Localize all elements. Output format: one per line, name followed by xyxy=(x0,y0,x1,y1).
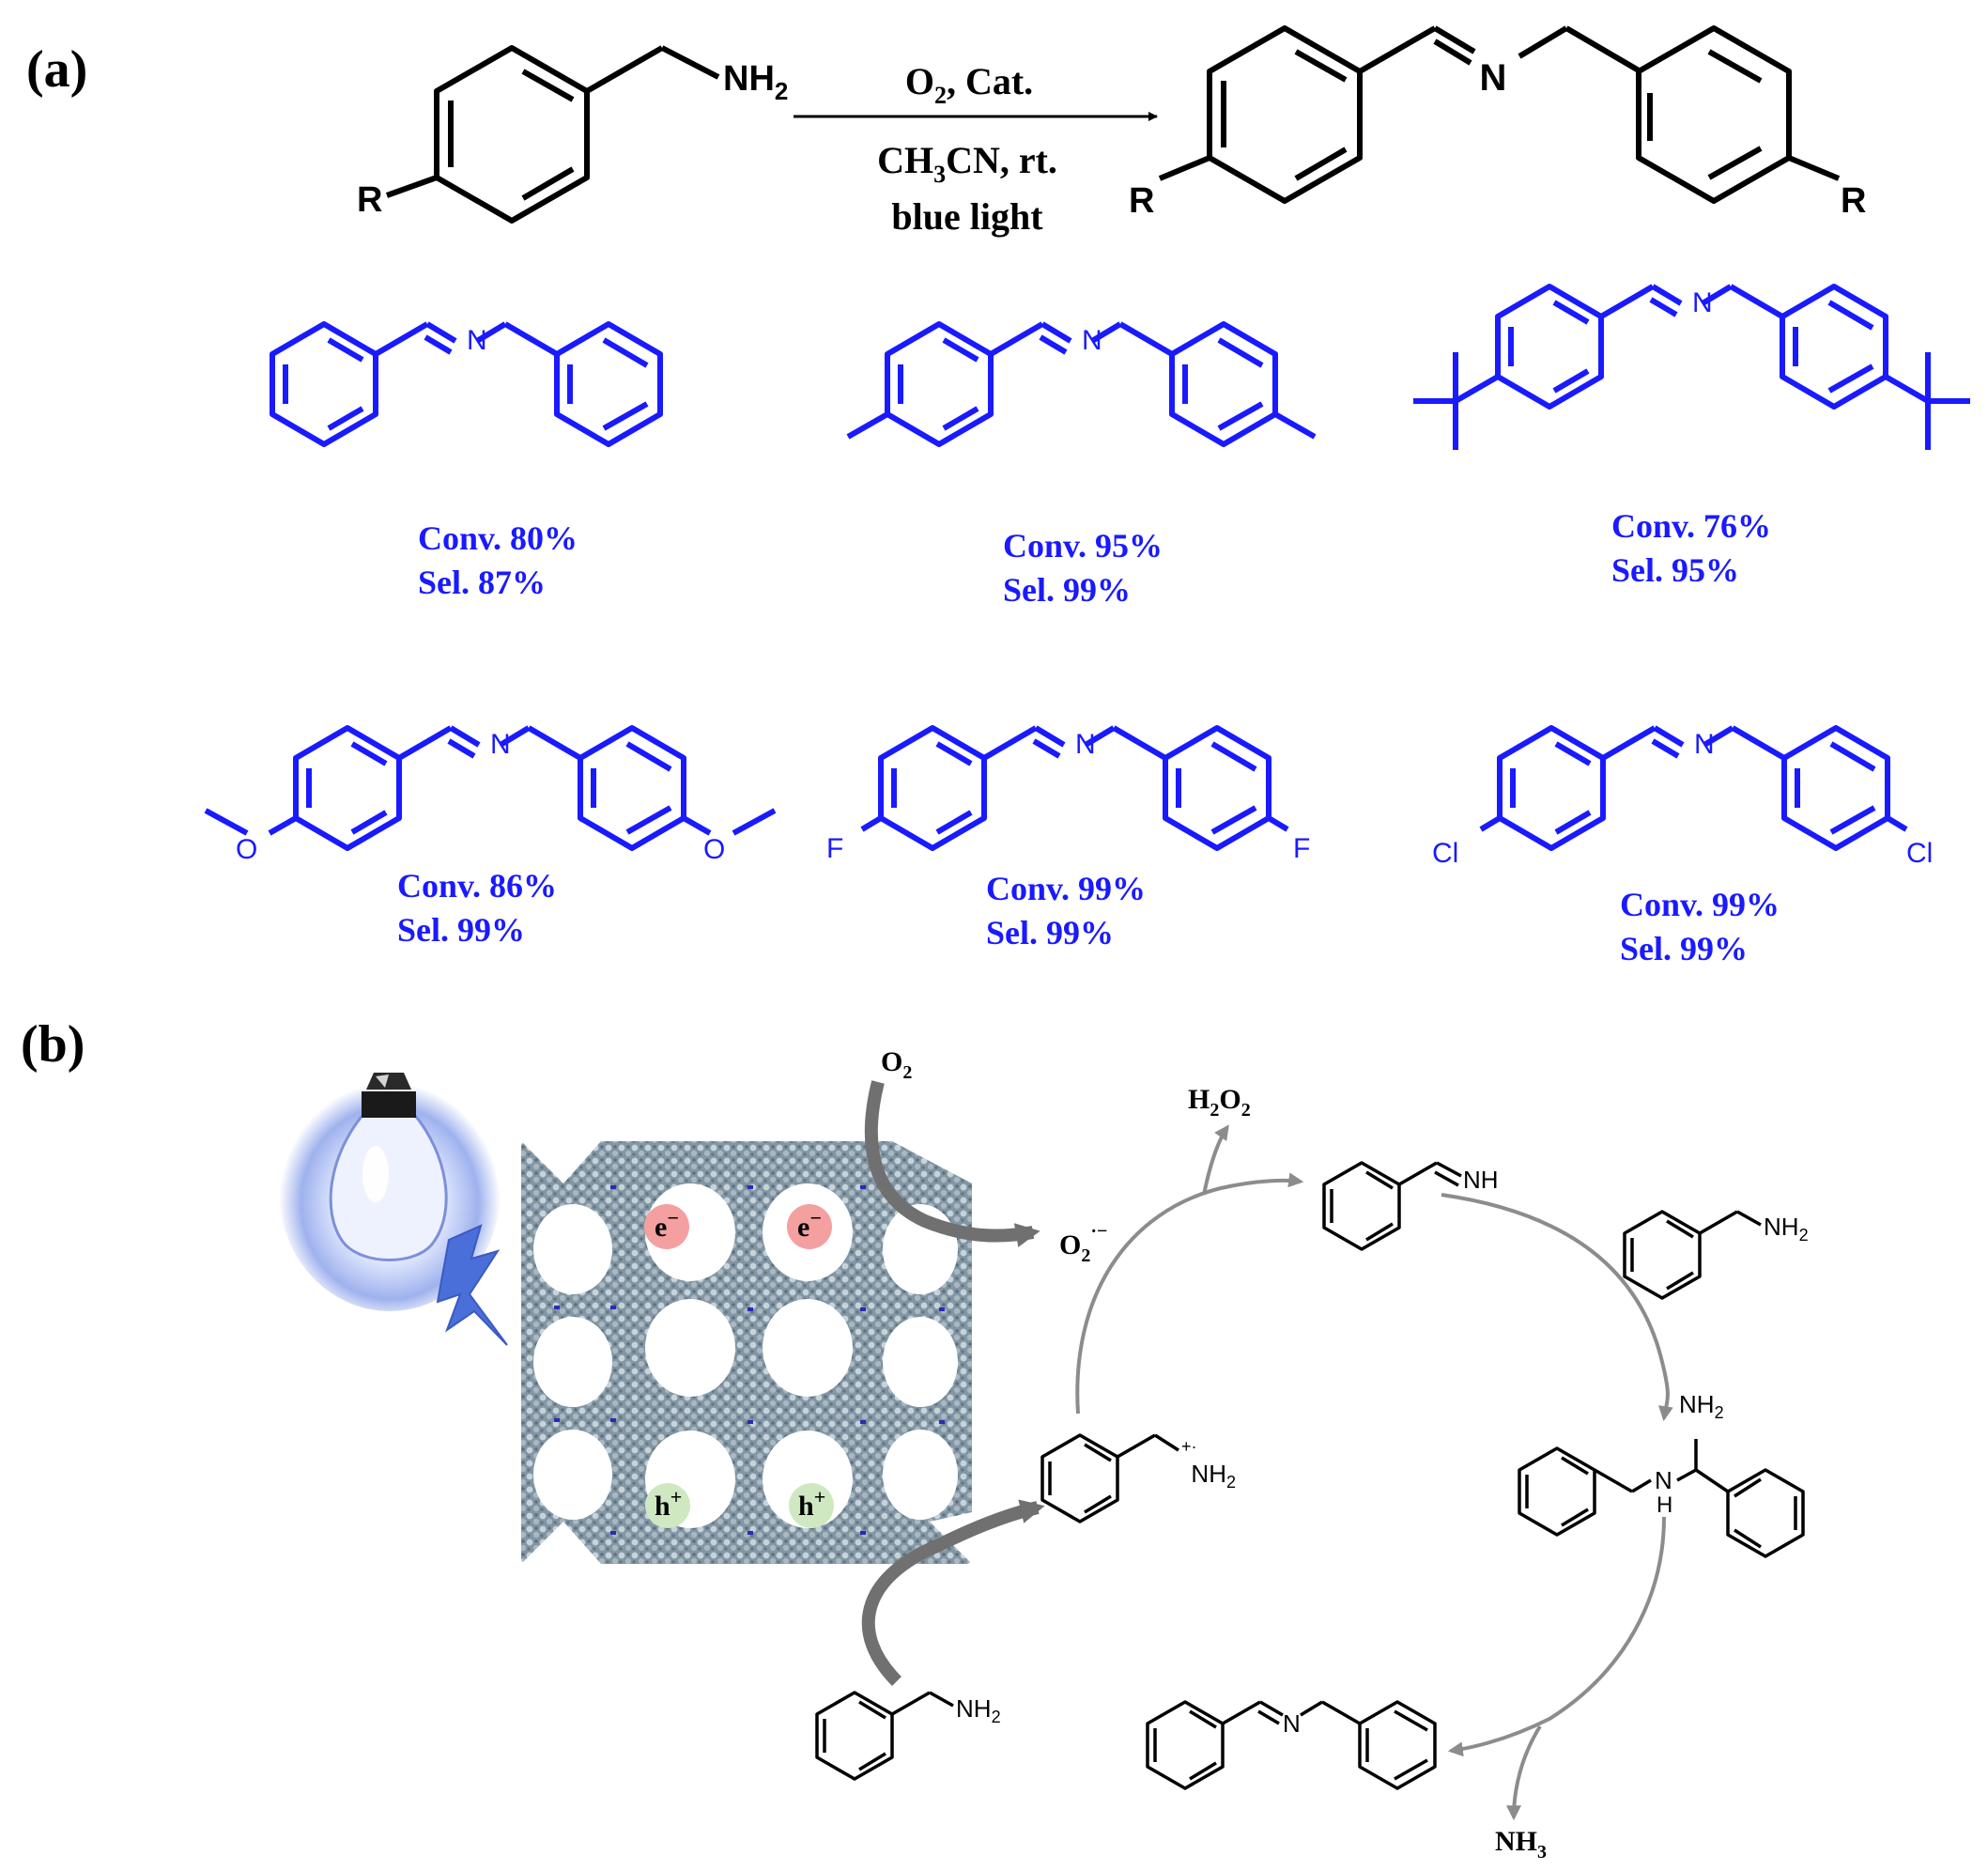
electron-marker-2 xyxy=(787,1204,832,1249)
substrate-5-n: N xyxy=(1075,729,1096,760)
substrate-2-n: N xyxy=(1082,325,1102,356)
product-r-left: R xyxy=(1129,181,1154,221)
substrate-5-f-right: F xyxy=(1293,833,1310,864)
substrate-2-conv: Conv. 95% xyxy=(1003,527,1163,564)
substrate-3-structure xyxy=(1413,284,1970,450)
reactant-benzylamine xyxy=(385,45,720,224)
substrate-4-o-right: O xyxy=(703,834,725,865)
cycle-arrow-to-aminal xyxy=(1441,1193,1673,1422)
substrate-2-sel: Sel. 99% xyxy=(1003,571,1131,609)
substrate-5-conv: Conv. 99% xyxy=(986,870,1146,907)
electron-label-1: e− xyxy=(655,1206,679,1243)
substrate-6-sel: Sel. 99% xyxy=(1620,930,1748,967)
h2o2-release-arrow xyxy=(1202,1124,1229,1196)
h2o2-label: H2O2 xyxy=(1188,1084,1251,1121)
substrate-6-structure xyxy=(1479,725,1908,851)
substrate-4-conv: Conv. 86% xyxy=(397,867,557,905)
electron-marker-1 xyxy=(644,1204,689,1249)
cycle-arrow-to-imine xyxy=(1075,1172,1304,1415)
substrate-6-n: N xyxy=(1694,729,1715,760)
nh3-label: NH3 xyxy=(1495,1826,1547,1863)
condition-light: blue light xyxy=(891,195,1043,238)
hole-label-1: h+ xyxy=(655,1485,682,1522)
reactant-amine-label: NH2 xyxy=(723,59,788,105)
amine-oxidation-arrow xyxy=(861,1499,1045,1686)
substrate-4-structure xyxy=(204,725,777,851)
condition-solvent: CH3CN, rt. xyxy=(877,139,1057,188)
aminal-nh2-label: NH2 xyxy=(1679,1390,1724,1422)
substrate-6-conv: Conv. 99% xyxy=(1620,886,1780,923)
substrate-1-conv: Conv. 80% xyxy=(418,519,578,557)
substrate-5-structure xyxy=(860,725,1289,851)
product-r-right: R xyxy=(1841,181,1866,221)
benzylamine-bottom-structure xyxy=(815,1691,954,1781)
light-bulb-icon xyxy=(279,1071,501,1311)
lightning-bolt-icon xyxy=(436,1224,508,1346)
condition-reagents: O2, Cat. xyxy=(905,60,1033,109)
o2-label: O2 xyxy=(881,1046,912,1083)
substrate-1-sel: Sel. 87% xyxy=(418,564,546,601)
cycle-product-structure xyxy=(1146,1700,1437,1790)
radical-cation-label: NH2+· xyxy=(1181,1437,1236,1492)
aminal-structure xyxy=(1518,1439,1805,1558)
substrate-1-structure xyxy=(270,321,663,447)
aldimine-nh-label: NH xyxy=(1463,1166,1499,1194)
reactant-r-label: R xyxy=(357,180,382,220)
panel-a-label: (a) xyxy=(26,40,87,99)
substrate-4-n: N xyxy=(490,729,511,760)
panel-b-label: (b) xyxy=(21,1015,85,1074)
substrate-4-sel: Sel. 99% xyxy=(397,911,525,949)
hole-marker-1 xyxy=(645,1483,690,1528)
radical-cation-structure xyxy=(1040,1433,1179,1523)
superoxide-label: O2·− xyxy=(1059,1221,1107,1266)
cycle-product-n-label: N xyxy=(1283,1709,1301,1738)
substrate-5-f-left: F xyxy=(826,833,843,864)
hole-marker-2 xyxy=(789,1483,834,1528)
substrate-3-sel: Sel. 95% xyxy=(1611,551,1739,589)
hole-label-2: h+ xyxy=(798,1485,825,1522)
substrate-5-sel: Sel. 99% xyxy=(986,914,1114,951)
product-n-label: N xyxy=(1480,57,1507,99)
aminal-n-label: N xyxy=(1655,1466,1672,1494)
substrate-3-conv: Conv. 76% xyxy=(1611,507,1771,545)
aldimine-structure xyxy=(1322,1161,1462,1251)
substrate-2-structure xyxy=(846,321,1317,447)
benzylamine-right-structure xyxy=(1623,1210,1762,1300)
substrate-4-o-left: O xyxy=(236,834,257,865)
cycle-arrow-to-product xyxy=(1447,1516,1666,1757)
substrate-3-n: N xyxy=(1692,287,1713,318)
substrate-1-n: N xyxy=(467,325,487,356)
benzylamine-bottom-label: NH2 xyxy=(956,1694,1001,1726)
nh3-release-arrow xyxy=(1506,1724,1542,1821)
substrate-6-cl-left: Cl xyxy=(1432,838,1458,869)
electron-label-2: e− xyxy=(797,1206,822,1243)
product-imine xyxy=(1158,25,1841,204)
o2-reduction-arrow xyxy=(864,1080,1040,1247)
substrate-6-cl-right: Cl xyxy=(1906,838,1933,869)
benzylamine-right-label: NH2 xyxy=(1764,1213,1809,1245)
aminal-h-label: H xyxy=(1657,1492,1672,1518)
